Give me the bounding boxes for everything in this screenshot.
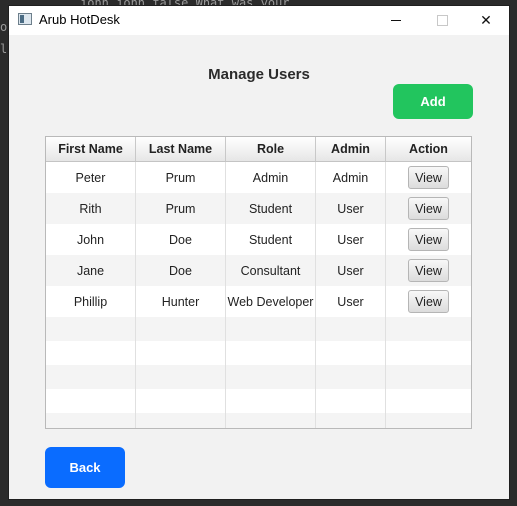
- view-button[interactable]: View: [408, 166, 449, 189]
- empty-cell: [46, 389, 136, 413]
- cell-action: View: [386, 255, 471, 286]
- close-button[interactable]: ✕: [463, 6, 509, 35]
- background-text-top: john john false What was your: [80, 0, 290, 10]
- close-icon: ✕: [480, 12, 492, 29]
- cell-role: Student: [226, 224, 316, 255]
- empty-cell: [316, 341, 386, 365]
- table-row[interactable]: Phillip Hunter Web Developer User View: [46, 286, 471, 317]
- empty-cell: [386, 317, 471, 341]
- page-title: Manage Users: [208, 66, 310, 83]
- empty-row: [46, 365, 471, 389]
- empty-cell: [46, 365, 136, 389]
- empty-cell: [226, 389, 316, 413]
- background-text-left-2: l: [0, 42, 8, 56]
- minimize-button[interactable]: [373, 6, 419, 35]
- cell-role: Admin: [226, 162, 316, 193]
- column-header-role[interactable]: Role: [226, 137, 316, 161]
- cell-role: Student: [226, 193, 316, 224]
- cell-first-name: Rith: [46, 193, 136, 224]
- column-header-admin[interactable]: Admin: [316, 137, 386, 161]
- cell-admin: User: [316, 286, 386, 317]
- table-body: Peter Prum Admin Admin View Rith Prum St…: [46, 162, 471, 428]
- cell-admin: User: [316, 255, 386, 286]
- minimize-icon: [391, 20, 401, 21]
- users-table: First Name Last Name Role Admin Action P…: [45, 136, 472, 429]
- app-icon: [18, 13, 32, 25]
- app-window: Arub HotDesk ✕ Manage Users Add First Na…: [9, 6, 509, 499]
- table-row[interactable]: John Doe Student User View: [46, 224, 471, 255]
- empty-row: [46, 413, 471, 428]
- empty-cell: [316, 413, 386, 428]
- cell-last-name: Doe: [136, 255, 226, 286]
- window-title: Arub HotDesk: [39, 12, 120, 27]
- background-text-left: o: [0, 20, 8, 34]
- empty-cell: [226, 341, 316, 365]
- view-button[interactable]: View: [408, 197, 449, 220]
- cell-action: View: [386, 224, 471, 255]
- cell-action: View: [386, 286, 471, 317]
- cell-first-name: John: [46, 224, 136, 255]
- cell-role: Web Developer: [226, 286, 316, 317]
- empty-cell: [316, 365, 386, 389]
- cell-last-name: Hunter: [136, 286, 226, 317]
- empty-cell: [136, 317, 226, 341]
- view-button[interactable]: View: [408, 259, 449, 282]
- empty-cell: [226, 317, 316, 341]
- cell-first-name: Jane: [46, 255, 136, 286]
- maximize-icon: [436, 15, 448, 26]
- empty-cell: [386, 389, 471, 413]
- column-header-first-name[interactable]: First Name: [46, 137, 136, 161]
- title-bar[interactable]: Arub HotDesk ✕: [9, 6, 509, 35]
- cell-role: Consultant: [226, 255, 316, 286]
- table-row[interactable]: Rith Prum Student User View: [46, 193, 471, 224]
- empty-cell: [316, 389, 386, 413]
- cell-action: View: [386, 162, 471, 193]
- cell-last-name: Prum: [136, 193, 226, 224]
- empty-row: [46, 341, 471, 365]
- cell-admin: Admin: [316, 162, 386, 193]
- view-button[interactable]: View: [408, 290, 449, 313]
- cell-first-name: Phillip: [46, 286, 136, 317]
- cell-admin: User: [316, 193, 386, 224]
- empty-cell: [136, 341, 226, 365]
- empty-cell: [46, 317, 136, 341]
- empty-cell: [226, 413, 316, 428]
- maximize-button[interactable]: [419, 6, 465, 35]
- empty-cell: [136, 413, 226, 428]
- empty-cell: [136, 389, 226, 413]
- column-header-last-name[interactable]: Last Name: [136, 137, 226, 161]
- cell-first-name: Peter: [46, 162, 136, 193]
- back-button[interactable]: Back: [45, 447, 125, 488]
- table-header: First Name Last Name Role Admin Action: [46, 137, 471, 162]
- cell-last-name: Prum: [136, 162, 226, 193]
- table-row[interactable]: Jane Doe Consultant User View: [46, 255, 471, 286]
- table-row[interactable]: Peter Prum Admin Admin View: [46, 162, 471, 193]
- empty-cell: [136, 365, 226, 389]
- empty-cell: [46, 413, 136, 428]
- empty-cell: [386, 365, 471, 389]
- empty-row: [46, 389, 471, 413]
- empty-cell: [226, 365, 316, 389]
- empty-cell: [386, 341, 471, 365]
- empty-cell: [386, 413, 471, 428]
- empty-cell: [46, 341, 136, 365]
- add-user-button[interactable]: Add: [393, 84, 473, 119]
- cell-last-name: Doe: [136, 224, 226, 255]
- column-header-action[interactable]: Action: [409, 142, 448, 156]
- view-button[interactable]: View: [408, 228, 449, 251]
- empty-row: [46, 317, 471, 341]
- empty-cell: [316, 317, 386, 341]
- cell-admin: User: [316, 224, 386, 255]
- cell-action: View: [386, 193, 471, 224]
